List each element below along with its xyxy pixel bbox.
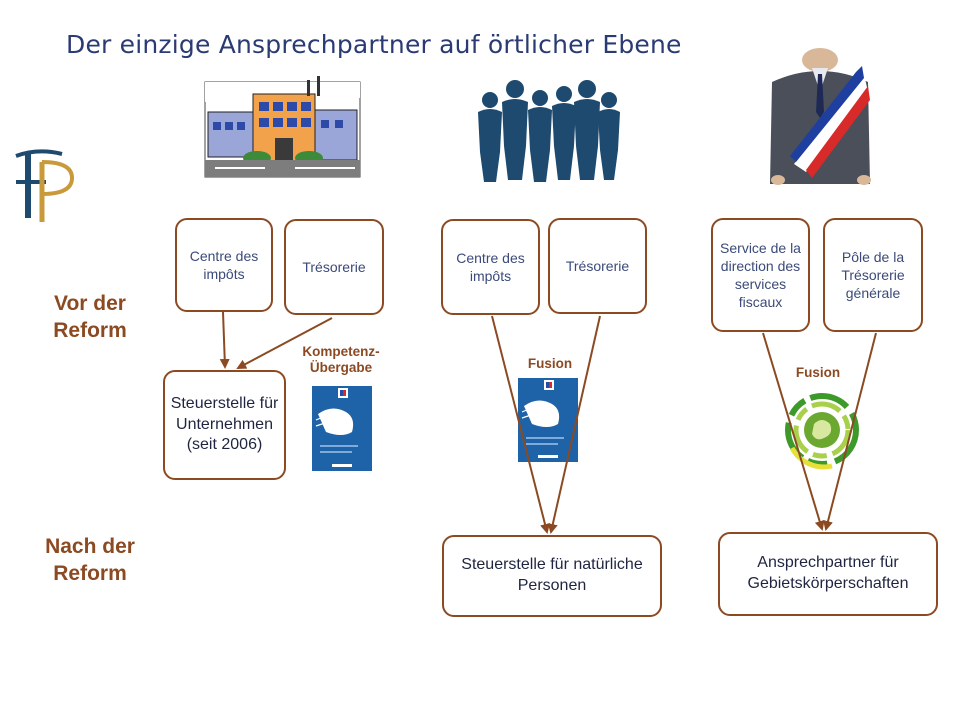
box-centre-des-impots-2: Centre des impôts	[441, 219, 540, 315]
box-label: Centre des impôts	[456, 249, 525, 284]
note-kompetenz-uebergabe: Kompetenz-Übergabe	[302, 344, 380, 376]
box-steuerstelle-personen: Steuerstelle für natürliche Personen	[442, 535, 662, 617]
row-label-after: Nach der Reform	[45, 535, 135, 586]
box-service-direction: Service de la direction des services fis…	[711, 218, 810, 332]
box-steuerstelle-unternehmen: Steuerstelle für Unternehmen (seit 2006)	[163, 370, 286, 480]
box-label: Pôle de la Trésorerie générale	[841, 248, 905, 302]
note-fusion-2: Fusion	[795, 365, 841, 380]
box-label: Steuerstelle für natürliche Personen	[461, 556, 643, 594]
page-title: Der einzige Ansprechpartner auf örtliche…	[66, 30, 682, 59]
box-label: Steuerstelle für Unternehmen (seit 2006)	[170, 394, 279, 454]
box-tresorerie-2: Trésorerie	[548, 218, 647, 314]
row-label-before: Vor der Reform	[53, 292, 127, 343]
note-fusion-1: Fusion	[527, 356, 573, 371]
box-label: Trésorerie	[565, 257, 630, 274]
box-centre-des-impots-1: Centre des impôts	[175, 218, 273, 312]
box-label: Centre des impôts	[189, 247, 259, 282]
box-tresorerie-1: Trésorerie	[284, 219, 384, 315]
box-label: Ansprechpartner für Gebietskörperschafte…	[747, 554, 909, 592]
box-pole-tresorerie: Pôle de la Trésorerie générale	[823, 218, 923, 332]
box-ansprechpartner: Ansprechpartner für Gebietskörperschafte…	[718, 532, 938, 616]
box-label: Trésorerie	[302, 258, 366, 275]
box-label: Service de la direction des services fis…	[720, 239, 801, 311]
